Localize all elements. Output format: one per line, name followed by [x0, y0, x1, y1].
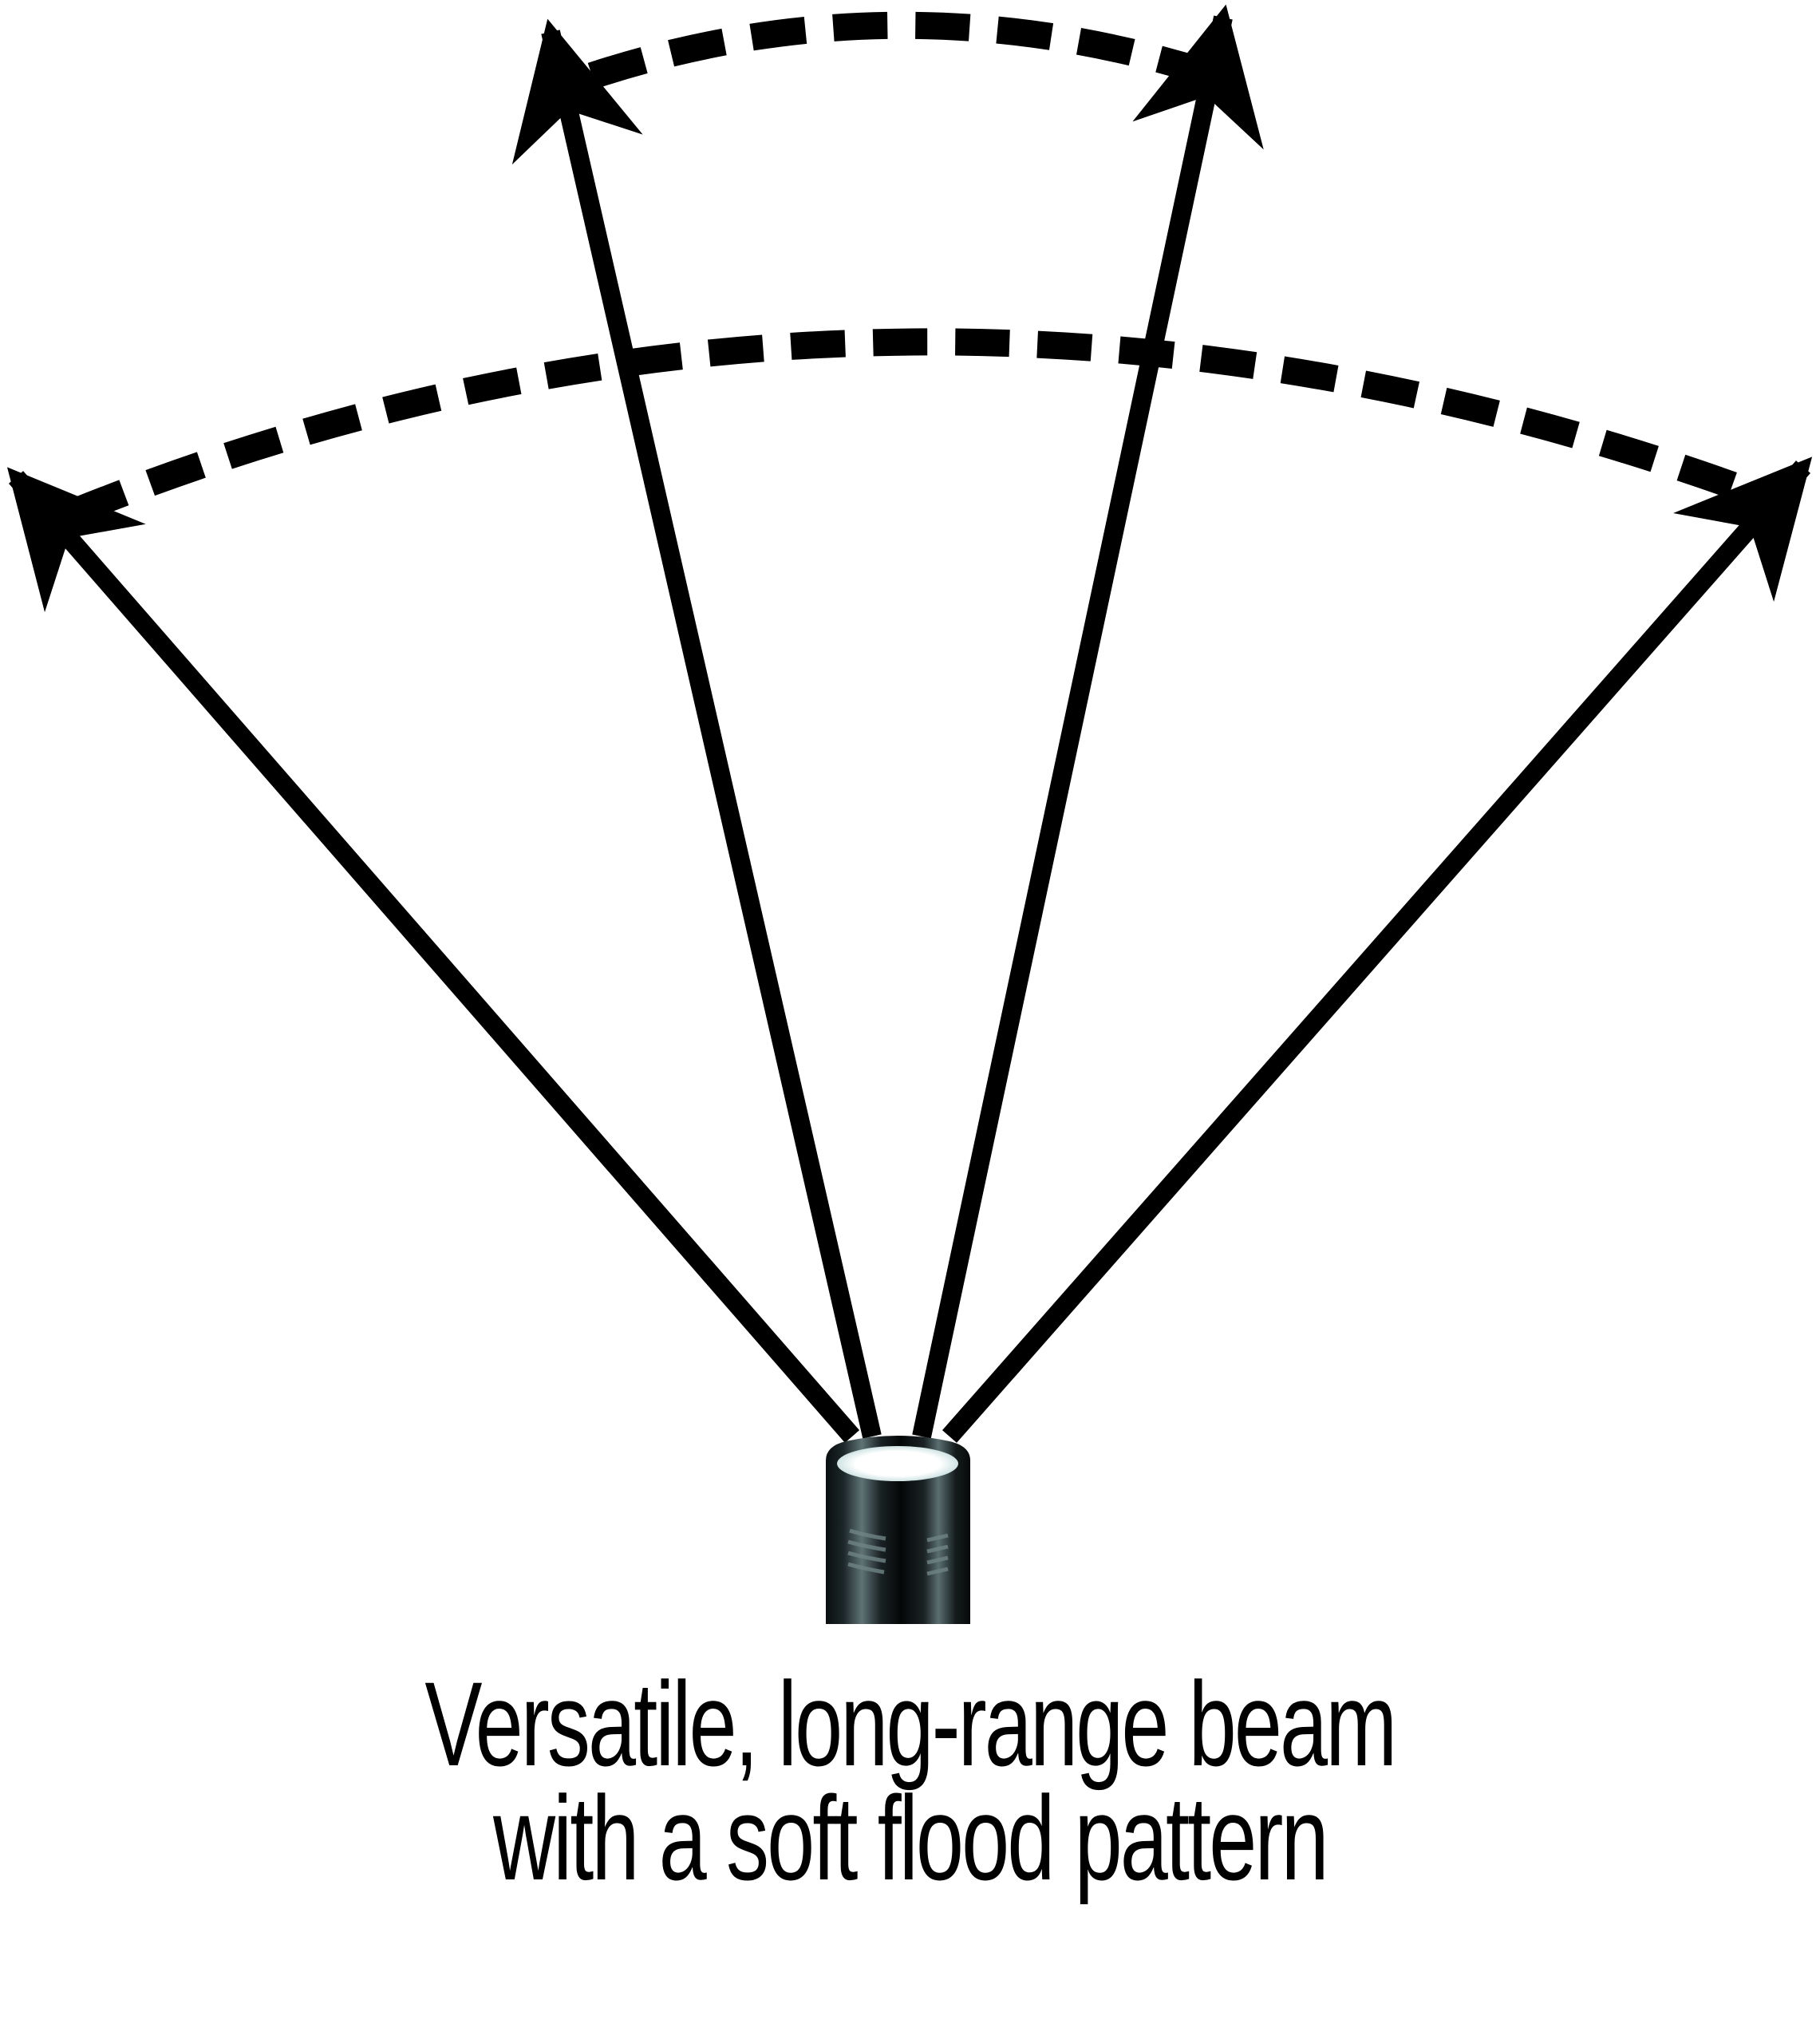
inner-left-arrow [511, 18, 882, 1439]
lens [837, 1446, 958, 1481]
inner-right-arrow [912, 4, 1264, 1439]
spot-beam-arc [587, 11, 1214, 89]
outer-right-arrow [942, 456, 1813, 1443]
caption-line-1: Versatile, long-range beam [424, 1657, 1397, 1791]
flood-beam-arc [68, 328, 1768, 525]
caption-line-2: with a soft flood pattern [493, 1771, 1329, 1905]
outer-left-arrow [6, 467, 860, 1443]
flashlight-icon [826, 1436, 970, 1624]
